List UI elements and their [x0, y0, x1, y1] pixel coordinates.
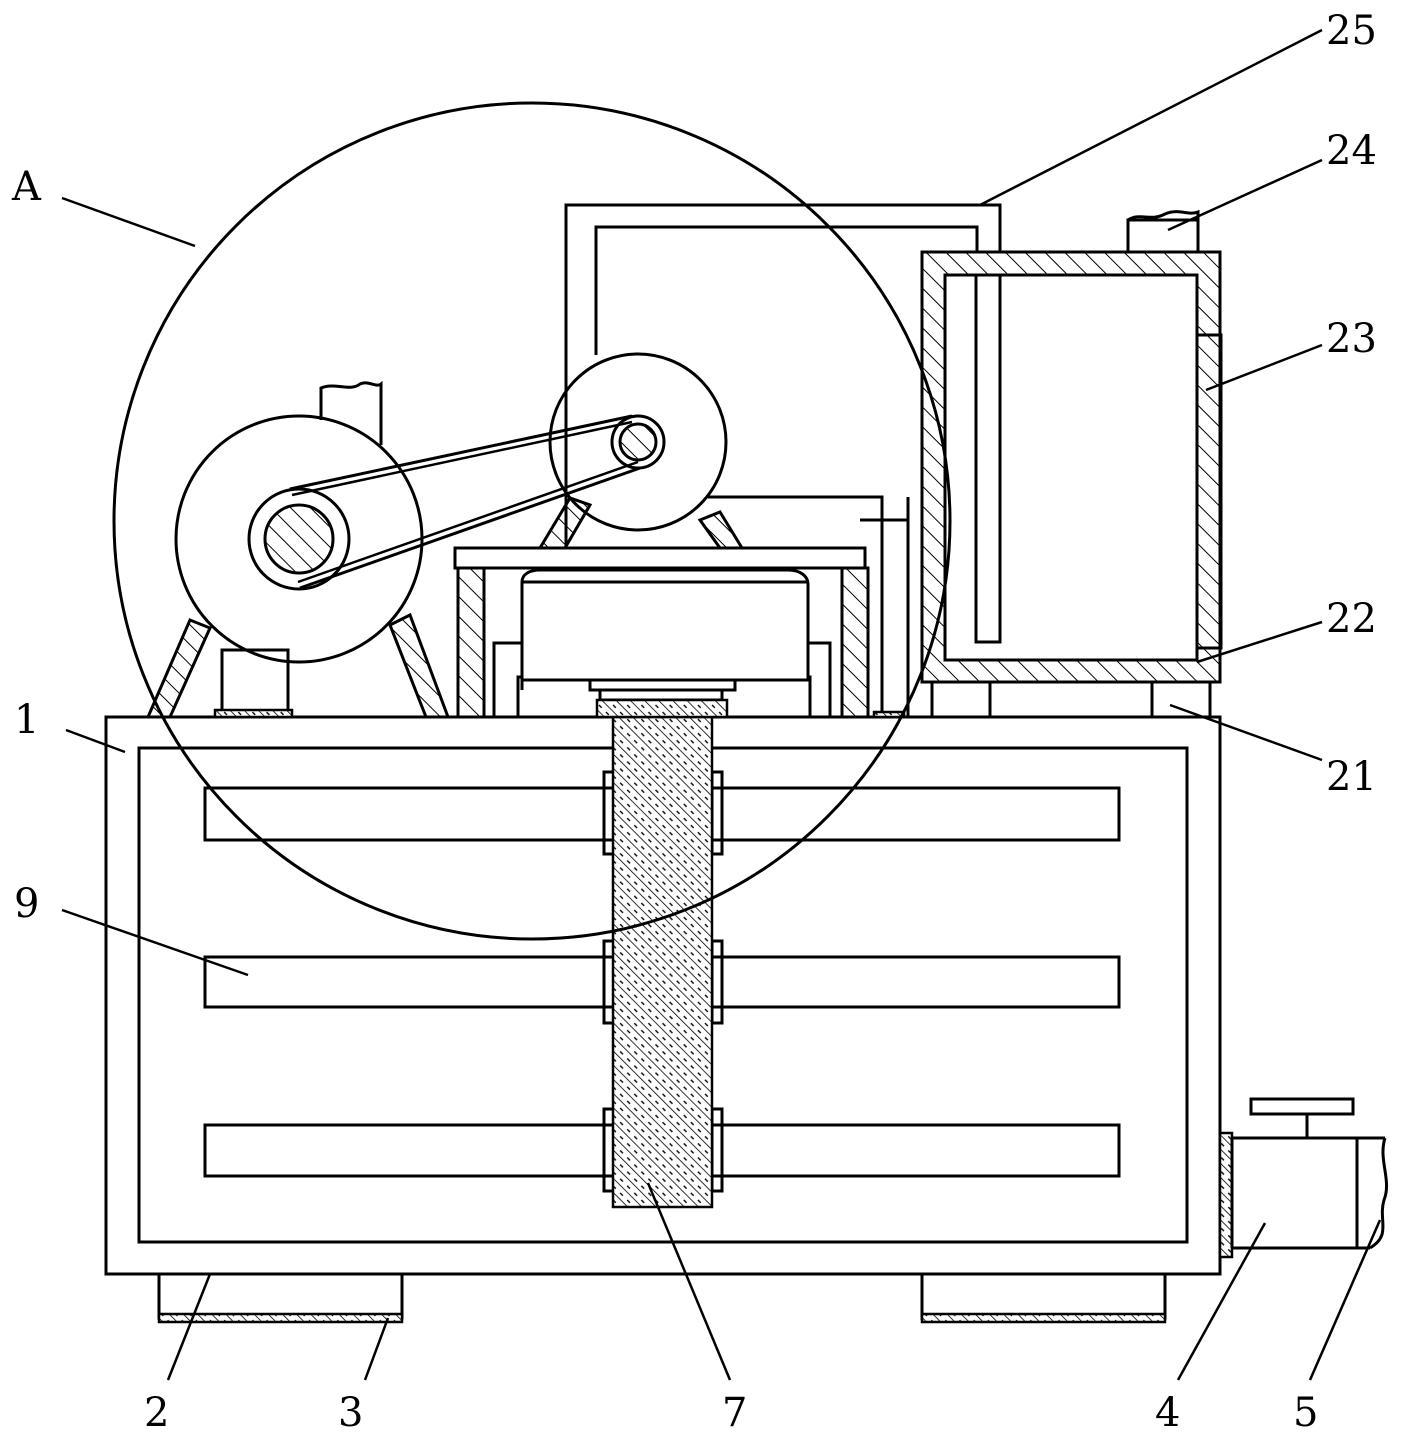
label-7: 7 — [722, 1390, 747, 1436]
label-24: 24 — [1326, 128, 1377, 174]
label-5: 5 — [1293, 1390, 1318, 1436]
liquid-tank — [920, 209, 1223, 719]
label-25: 25 — [1326, 8, 1377, 54]
motor-assembly — [453, 546, 906, 719]
reference-labels: A 25 24 23 22 21 1 9 2 3 7 4 5 — [11, 8, 1377, 1436]
label-3: 3 — [338, 1390, 363, 1436]
label-22: 22 — [1326, 596, 1377, 642]
label-4: 4 — [1155, 1390, 1180, 1436]
label-2: 2 — [144, 1390, 169, 1436]
top-frame — [564, 203, 1002, 717]
support-feet — [157, 1272, 1167, 1324]
detail-circle-a — [112, 101, 952, 941]
label-21: 21 — [1326, 754, 1377, 800]
small-pulley — [548, 352, 728, 532]
drive-belt — [289, 414, 641, 590]
label-23: 23 — [1326, 316, 1377, 362]
label-1: 1 — [14, 697, 39, 743]
central-shaft — [611, 715, 714, 1209]
leader-lines — [61, 28, 1382, 1381]
large-pulley — [174, 414, 424, 664]
outlet-pipe — [1218, 1097, 1389, 1259]
label-a: A — [11, 164, 42, 210]
label-9: 9 — [14, 881, 39, 927]
